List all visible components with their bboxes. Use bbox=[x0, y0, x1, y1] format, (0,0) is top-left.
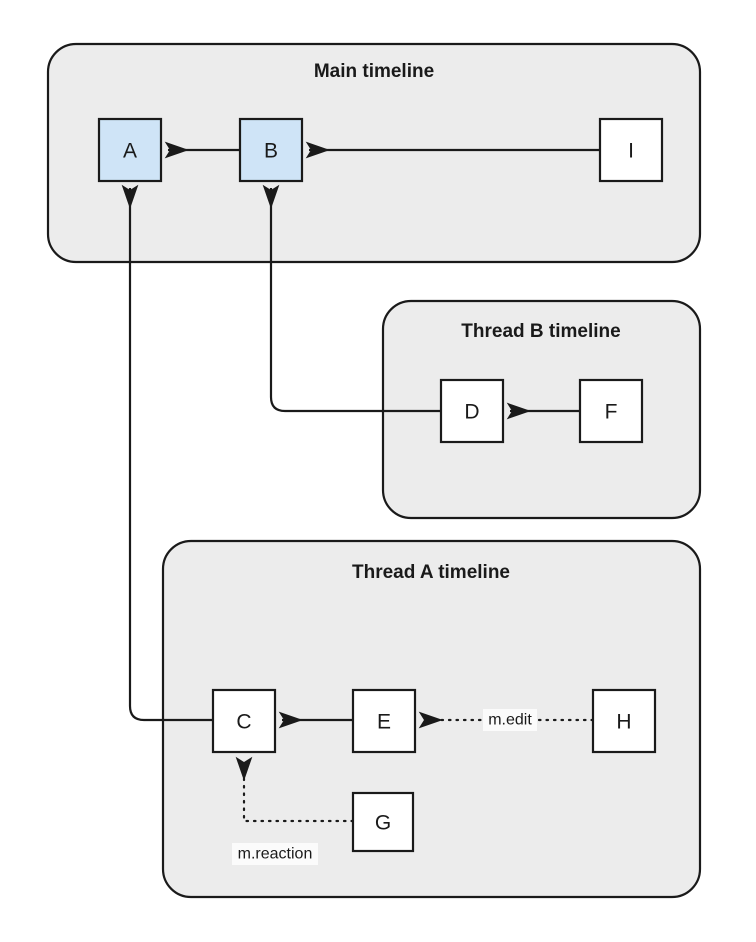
event-node-E[interactable]: E bbox=[351, 688, 417, 754]
node-box[interactable] bbox=[598, 117, 664, 183]
timeline-panel-main: Main timeline bbox=[46, 42, 702, 264]
node-label: A bbox=[123, 140, 137, 163]
node-box[interactable] bbox=[439, 378, 505, 444]
node-box[interactable] bbox=[578, 378, 644, 444]
event-node-I[interactable]: I bbox=[598, 117, 664, 183]
node-box[interactable] bbox=[97, 117, 163, 183]
event-node-B[interactable]: B bbox=[238, 117, 304, 183]
panel-title: Thread B timeline bbox=[461, 321, 620, 342]
nodes-layer: A B I D F C E H G bbox=[97, 117, 664, 853]
node-label: E bbox=[377, 711, 391, 734]
edge-label-H-to-E: m.edit bbox=[483, 709, 537, 731]
edge-D-to-B bbox=[262, 184, 441, 413]
panel-background bbox=[381, 299, 702, 520]
edge-label-text: m.reaction bbox=[238, 846, 313, 863]
event-node-C[interactable]: C bbox=[211, 688, 277, 754]
edge-label-background bbox=[483, 709, 537, 731]
edge-labels-layer: m.edit m.reaction bbox=[232, 709, 537, 865]
edge-label-text: m.edit bbox=[488, 712, 532, 729]
event-node-H[interactable]: H bbox=[591, 688, 657, 754]
node-box[interactable] bbox=[591, 688, 657, 754]
event-node-G[interactable]: G bbox=[351, 791, 415, 853]
node-label: I bbox=[628, 140, 634, 163]
node-label: D bbox=[464, 401, 479, 424]
node-label: C bbox=[236, 711, 251, 734]
edge-G-to-C bbox=[235, 756, 355, 823]
event-node-D[interactable]: D bbox=[439, 378, 505, 444]
node-label: B bbox=[264, 140, 278, 163]
node-box[interactable] bbox=[351, 791, 415, 853]
node-box[interactable] bbox=[351, 688, 417, 754]
event-node-F[interactable]: F bbox=[578, 378, 644, 444]
edge-C-to-A bbox=[121, 184, 213, 722]
node-box[interactable] bbox=[211, 688, 277, 754]
edge-label-G-to-C: m.reaction bbox=[232, 843, 318, 865]
panel-title: Thread A timeline bbox=[352, 562, 510, 583]
edge-label-background bbox=[232, 843, 318, 865]
edges-layer bbox=[121, 141, 600, 823]
node-label: F bbox=[605, 401, 618, 424]
timeline-panel-threadB: Thread B timeline bbox=[381, 299, 702, 520]
node-label: G bbox=[375, 812, 391, 835]
panel-background bbox=[46, 42, 702, 264]
event-node-A[interactable]: A bbox=[97, 117, 163, 183]
panel-title: Main timeline bbox=[314, 61, 434, 82]
node-box[interactable] bbox=[238, 117, 304, 183]
node-label: H bbox=[616, 711, 631, 734]
